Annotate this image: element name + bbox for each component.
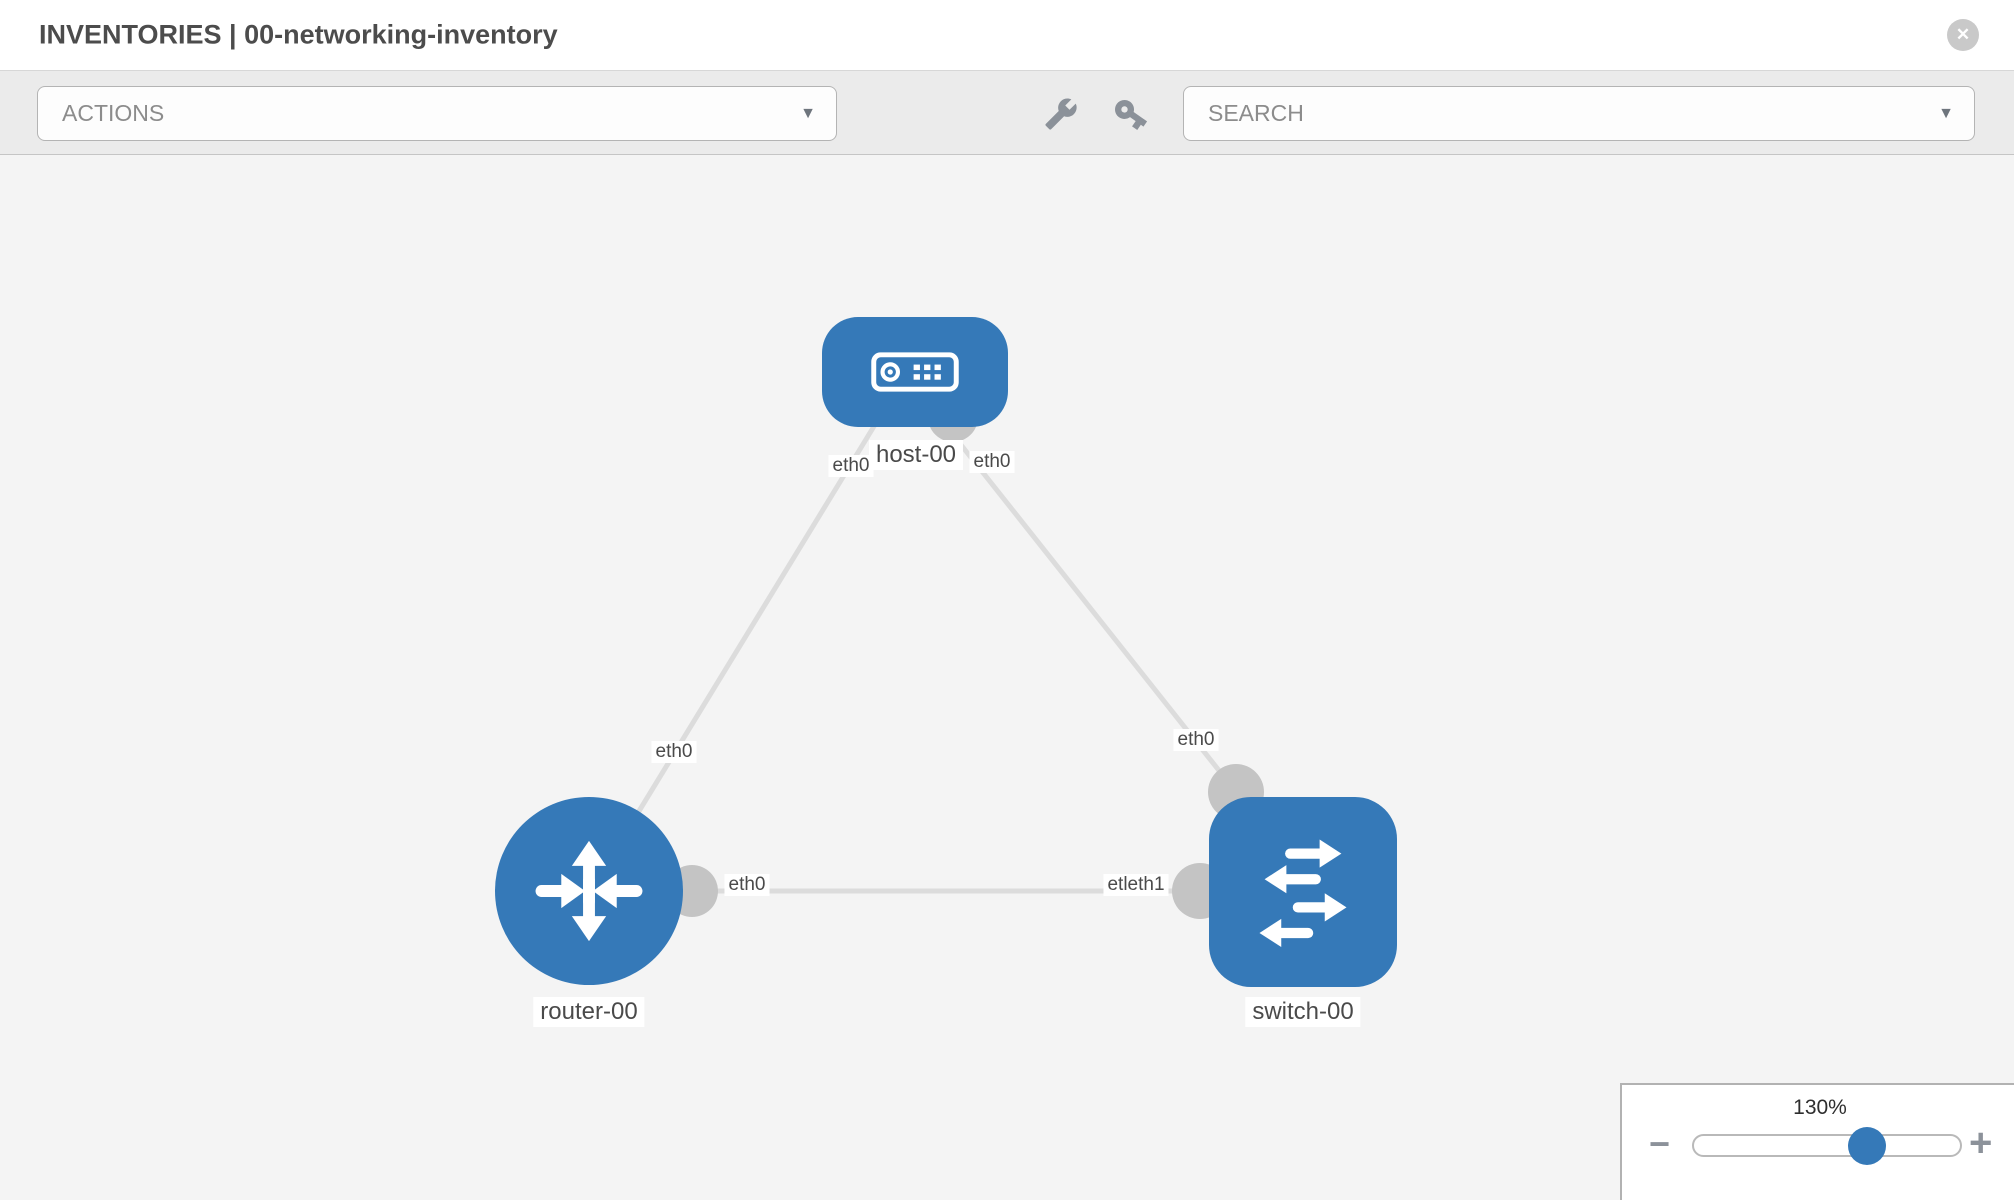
topology-canvas[interactable]: host-00 router-00 switch-00 eth0 eth0 et… xyxy=(0,155,2014,1200)
host-icon xyxy=(871,352,959,392)
interface-label: eth0 xyxy=(1173,729,1219,751)
close-icon: ✕ xyxy=(1955,25,1971,44)
wrench-icon[interactable] xyxy=(1042,95,1080,133)
zoom-panel: 130% − + xyxy=(1620,1083,2014,1200)
actions-dropdown-label: ACTIONS xyxy=(62,100,165,126)
interface-label: eth0 xyxy=(828,455,874,477)
chevron-down-icon: ▼ xyxy=(1938,104,1954,122)
toolbar-icons xyxy=(1042,71,1150,156)
minus-icon: − xyxy=(1649,1123,1671,1164)
page-title: INVENTORIES | 00-networking-inventory xyxy=(39,19,558,50)
node-switch-00[interactable] xyxy=(1209,797,1397,987)
node-label-host-00: host-00 xyxy=(868,440,964,470)
zoom-slider-handle[interactable] xyxy=(1848,1127,1886,1165)
node-label-router-00: router-00 xyxy=(533,997,645,1027)
toolbar: ACTIONS ▼ SEARCH ▼ xyxy=(0,70,2014,155)
search-dropdown-label: SEARCH xyxy=(1208,100,1304,126)
interface-label: etleth1 xyxy=(1103,874,1169,896)
interface-label: eth0 xyxy=(969,451,1015,473)
zoom-in-button[interactable]: + xyxy=(1969,1121,1992,1166)
actions-dropdown[interactable]: ACTIONS ▼ xyxy=(37,86,837,141)
link-host-router[interactable] xyxy=(597,421,879,877)
switch-icon xyxy=(1259,839,1347,948)
node-host-00[interactable] xyxy=(822,317,1008,427)
zoom-out-button[interactable]: − xyxy=(1649,1123,1670,1165)
zoom-level: 130% xyxy=(1793,1096,1847,1119)
search-dropdown[interactable]: SEARCH ▼ xyxy=(1183,86,1975,141)
key-icon[interactable] xyxy=(1112,95,1150,133)
node-label-switch-00: switch-00 xyxy=(1245,997,1361,1027)
zoom-slider[interactable] xyxy=(1692,1127,1962,1165)
close-button[interactable]: ✕ xyxy=(1947,19,1979,51)
interface-label: eth0 xyxy=(651,741,697,763)
chevron-down-icon: ▼ xyxy=(800,104,816,122)
node-router-00[interactable] xyxy=(495,797,683,985)
router-icon xyxy=(535,840,643,942)
plus-icon: + xyxy=(1969,1121,1993,1165)
header: INVENTORIES | 00-networking-inventory ✕ xyxy=(0,0,2014,70)
interface-label: eth0 xyxy=(724,874,770,896)
topology-wires xyxy=(589,392,1303,919)
